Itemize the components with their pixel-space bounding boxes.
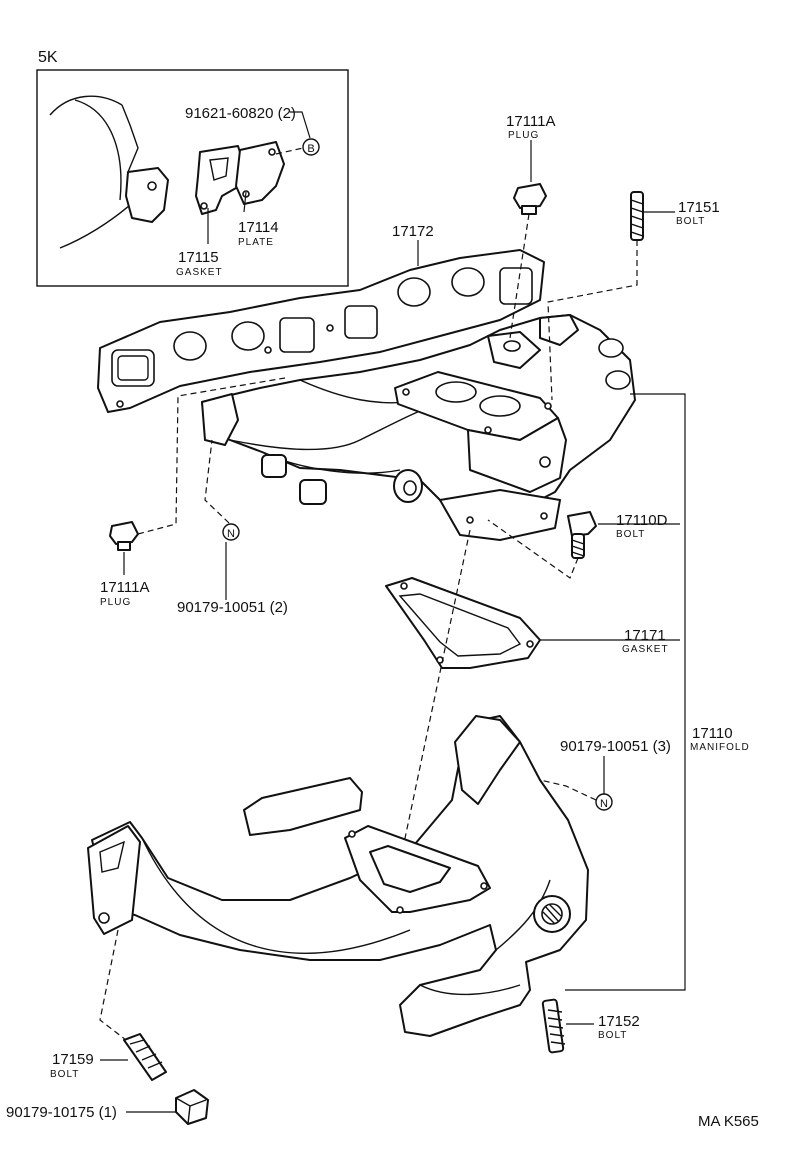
marker-n-2: N <box>204 439 240 600</box>
label-90179-10051-3: 90179-10051 (3) <box>560 738 671 755</box>
label-bolt-17110d: BOLT <box>616 529 645 540</box>
inset-5k: 5K B <box>36 49 349 287</box>
label-17172: 17172 <box>392 223 434 240</box>
svg-text:N: N <box>600 798 608 810</box>
manifold-bracket <box>565 393 686 991</box>
gasket-17171 <box>385 529 680 901</box>
bolt-17159 <box>99 929 167 1081</box>
label-17159: 17159 <box>52 1051 94 1068</box>
bolt-17151 <box>547 191 675 401</box>
label-17111a-top: 17111A <box>506 113 556 130</box>
label-17151: 17151 <box>678 199 720 216</box>
label-gasket-17171: GASKET <box>622 644 669 655</box>
label-17152: 17152 <box>598 1013 640 1030</box>
label-17111a-left: 17111A <box>100 579 150 596</box>
label-17110d: 17110D <box>616 512 668 529</box>
label-17114: 17114 <box>238 219 279 236</box>
plate-17114 <box>235 141 285 205</box>
exhaust-manifold <box>87 715 589 1037</box>
label-17115: 17115 <box>178 249 219 266</box>
label-90179-10175: 90179-10175 (1) <box>6 1104 117 1121</box>
label-plug-top: PLUG <box>508 130 539 141</box>
label-plug-left: PLUG <box>100 597 131 608</box>
intake-manifold <box>201 314 636 541</box>
label-gasket-17115: GASKET <box>176 267 223 278</box>
diagram-code: MA K565 <box>698 1113 759 1130</box>
inset-title: 5K <box>38 49 58 66</box>
marker-b: B <box>307 143 314 155</box>
plug-17111a-left <box>109 377 286 575</box>
label-17171: 17171 <box>624 627 666 644</box>
plug-17111a-top <box>509 140 547 339</box>
label-bolt-17151: BOLT <box>676 216 705 227</box>
label-91621-60820: 91621-60820 (2) <box>185 105 296 122</box>
labels: 91621-60820 (2) 17114 PLATE 17115 GASKET… <box>6 105 759 1130</box>
label-plate: PLATE <box>238 237 274 248</box>
bolt-17110d <box>487 511 680 579</box>
label-bolt-17152: BOLT <box>598 1030 627 1041</box>
label-17110: 17110 <box>692 725 733 742</box>
label-manifold: MANIFOLD <box>690 742 750 753</box>
nut-90179-10175 <box>126 1089 209 1125</box>
marker-n-3: N <box>539 756 613 811</box>
svg-text:N: N <box>227 528 235 540</box>
label-bolt-17159: BOLT <box>50 1069 79 1080</box>
bolt-17152 <box>541 998 594 1054</box>
label-90179-10051-2: 90179-10051 (2) <box>177 599 288 616</box>
gasket-17172 <box>97 240 545 413</box>
